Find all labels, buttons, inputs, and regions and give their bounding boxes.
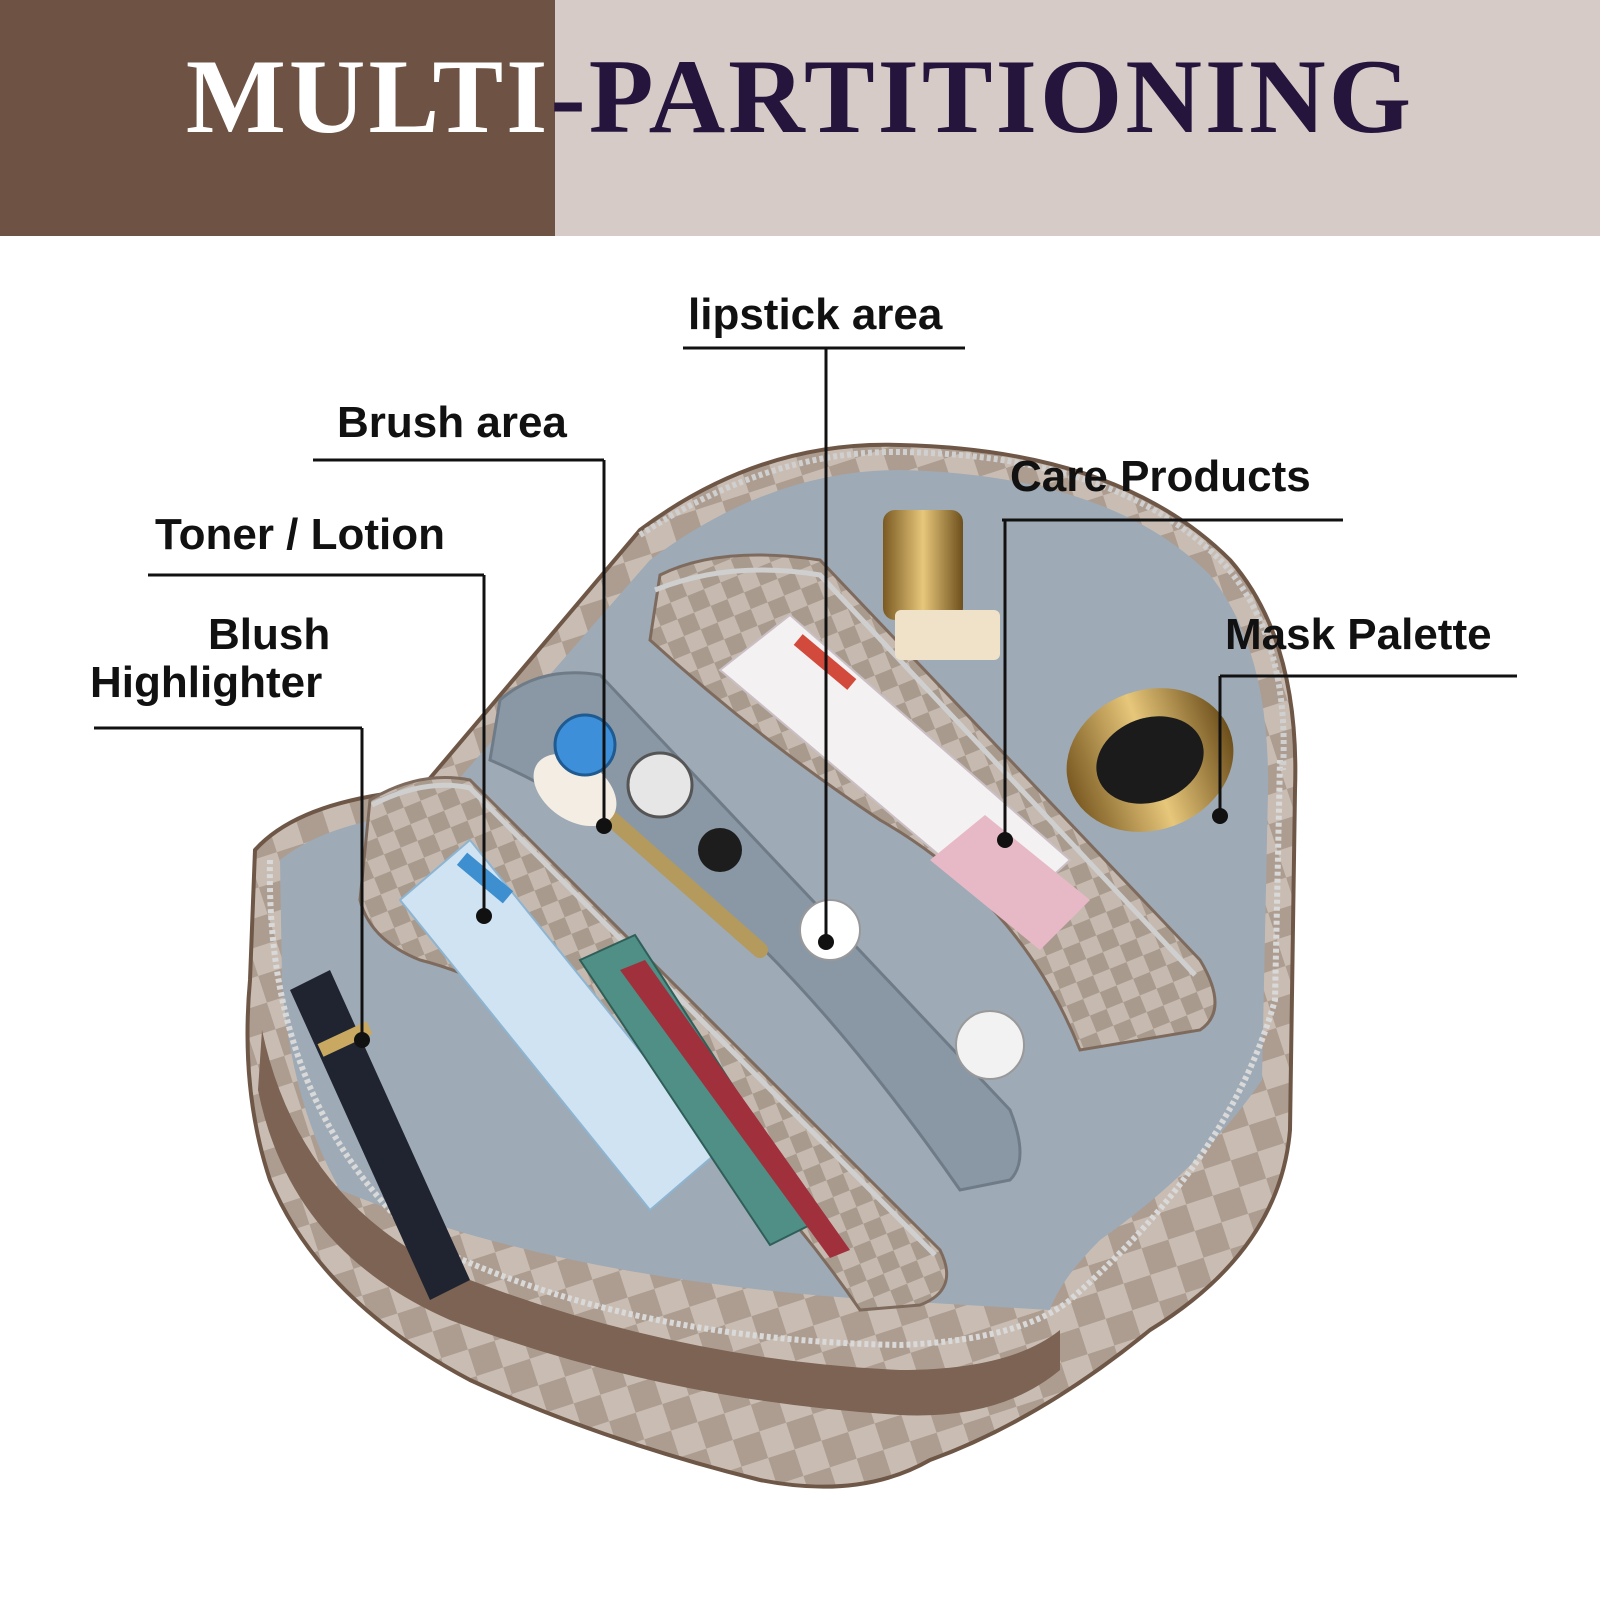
outer-zipper-top: [638, 448, 1287, 771]
bag-contents: [290, 510, 1234, 1300]
lipstick-cap-white: [799, 899, 861, 961]
perfume-bottle: [290, 970, 470, 1300]
back-compartment-zipper: [654, 567, 1197, 977]
lipstick-cap-silver: [626, 751, 694, 819]
banner-title-part2: -PARTITIONING: [550, 38, 1415, 155]
label-toner-lotion: Toner / Lotion: [155, 510, 446, 559]
front-compartment-zipper: [370, 782, 937, 1257]
label-blush: Blush: [208, 610, 331, 659]
label-brush-area: Brush area: [337, 398, 567, 447]
label-mask-palette: Mask Palette: [1225, 610, 1492, 659]
banner-title: MULTI-PARTITIONING: [0, 44, 1600, 150]
brush-dot: [596, 818, 612, 834]
label-highlighter: Highlighter: [90, 658, 323, 707]
callouts: [94, 346, 1517, 1033]
header-banner: MULTI-PARTITIONING: [0, 0, 1600, 236]
bag-leather-trim: [258, 1030, 1060, 1416]
lipstick-cap-black: [698, 828, 742, 872]
toner-dot: [476, 908, 492, 924]
banner-right-block: [555, 0, 1600, 236]
pen-red: [620, 960, 850, 1258]
label-lipstick-area: lipstick area: [688, 290, 943, 339]
callout-dots: [354, 808, 1228, 1048]
label-care-products: Care Products: [1010, 452, 1311, 501]
mask-palette: [1066, 688, 1234, 832]
mask-dot: [1212, 808, 1228, 824]
blush-dot: [354, 1032, 370, 1048]
lipstick-cap-blue: [553, 713, 617, 777]
banner-left-block: [0, 0, 555, 236]
gold-perfume: [883, 510, 1000, 660]
lipstick-dot: [818, 934, 834, 950]
cosmetic-bag: [245, 442, 1298, 1489]
lipstick-cap-white-2: [955, 1010, 1025, 1080]
banner-title-part1: MULTI: [185, 38, 551, 155]
care-dot: [997, 832, 1013, 848]
product-illustration: [94, 346, 1517, 1489]
outer-zipper: [266, 759, 1283, 1349]
